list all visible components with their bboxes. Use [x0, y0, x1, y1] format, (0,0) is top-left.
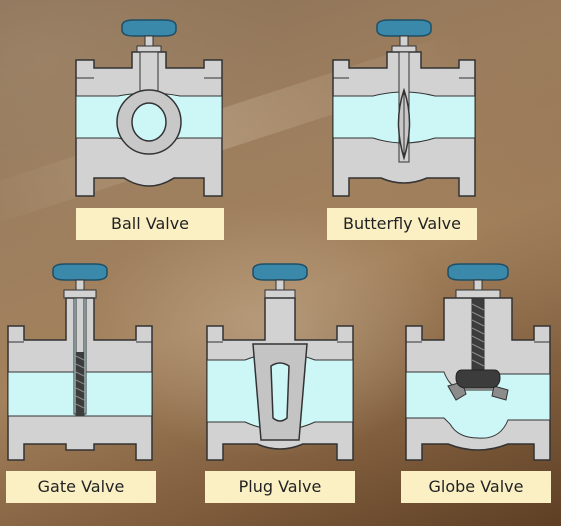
stem — [399, 35, 409, 47]
gate-valve-label: Gate Valve — [6, 471, 156, 503]
handwheel-icon — [52, 263, 108, 281]
seat-right — [491, 385, 509, 401]
handwheel-icon — [252, 263, 308, 281]
gland — [264, 289, 296, 299]
gland — [63, 289, 97, 299]
globe-valve-diagram — [404, 262, 552, 464]
stem-top — [75, 279, 85, 291]
handwheel-icon — [447, 263, 509, 281]
butterfly-valve-label: Butterfly Valve — [327, 208, 477, 240]
ball-valve-drawing — [75, 19, 223, 197]
stem — [144, 35, 154, 47]
gland — [455, 289, 501, 299]
gate-valve-drawing — [7, 263, 153, 461]
ball-valve-label: Ball Valve — [76, 208, 224, 240]
globe-valve-label: Globe Valve — [401, 471, 551, 503]
ball-bore — [131, 102, 167, 142]
neck — [139, 51, 159, 93]
plug-valve-diagram — [205, 262, 355, 464]
butterfly-valve-drawing — [332, 19, 476, 197]
butterfly-valve-diagram — [331, 18, 477, 200]
ball-valve-diagram — [74, 18, 224, 200]
globe-valve-drawing — [405, 263, 551, 461]
handwheel-icon — [121, 19, 177, 37]
plug-port — [270, 362, 290, 422]
handwheel-icon — [376, 19, 432, 37]
globe-disc — [455, 369, 501, 389]
gland — [136, 45, 162, 53]
gate-valve-diagram — [6, 262, 154, 464]
plug-valve-label: Plug Valve — [205, 471, 355, 503]
gland — [391, 45, 417, 53]
stem — [275, 279, 285, 291]
plug-valve-drawing — [206, 263, 354, 461]
gate-thread — [76, 352, 84, 416]
stem-top — [473, 279, 483, 291]
